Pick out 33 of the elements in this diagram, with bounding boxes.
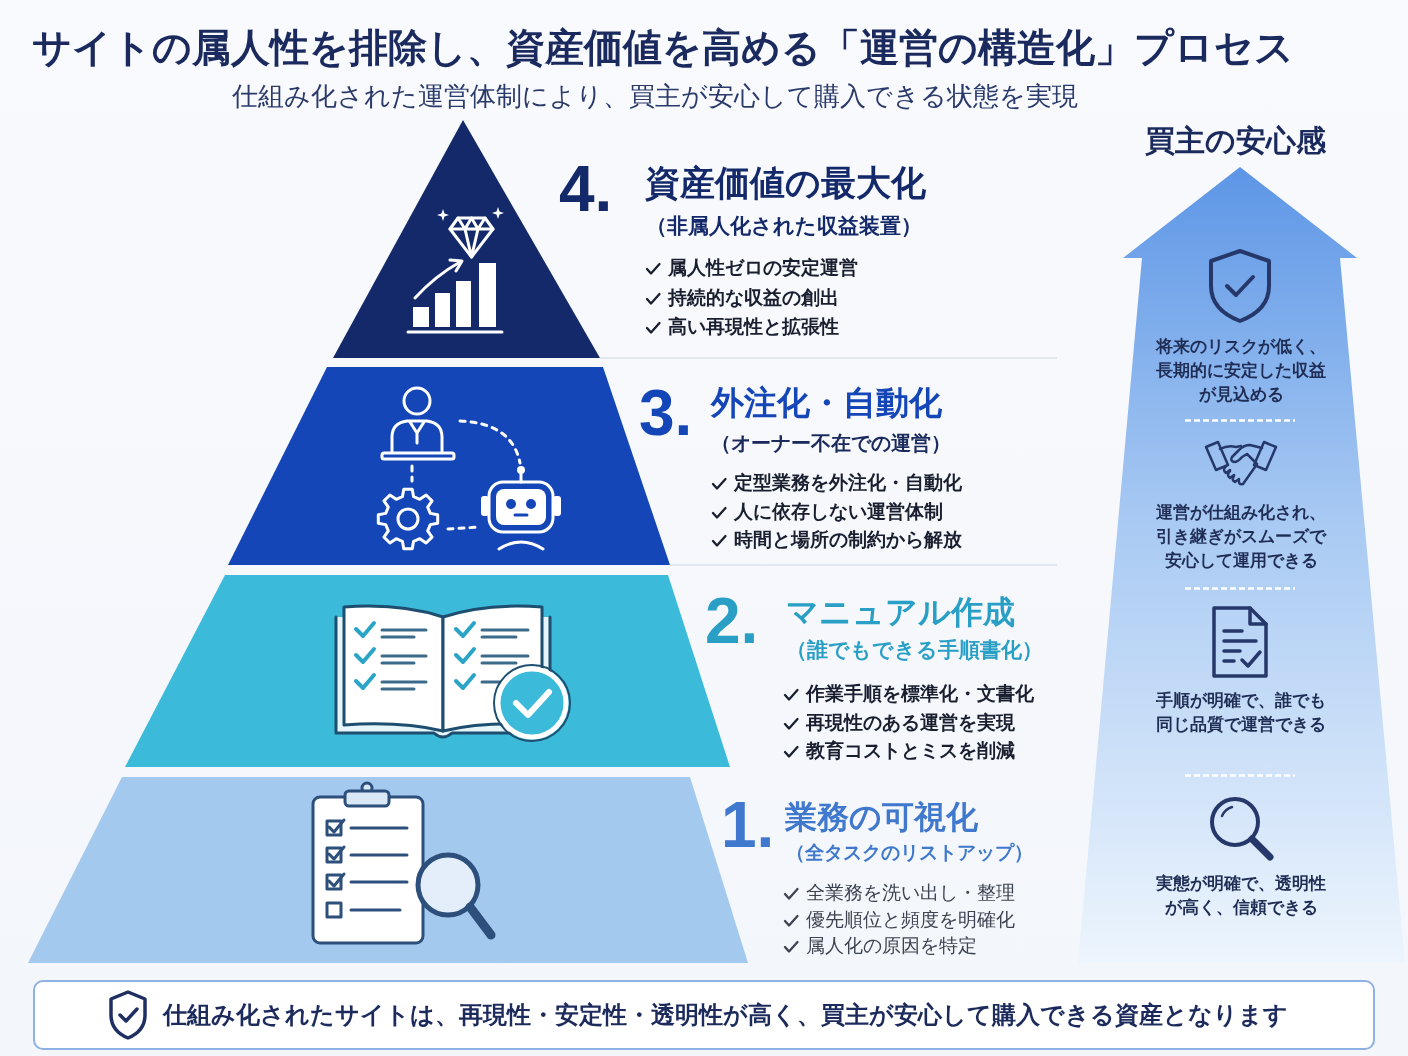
- checklist-item: 持続的な収益の創出: [668, 285, 839, 310]
- column-heading: 買主の安心感: [1145, 123, 1326, 159]
- tier-subtitle: （全タスクのリストアップ）: [786, 841, 1033, 865]
- checklist-item: 作業手順を標準化・文書化: [806, 682, 1034, 706]
- checklist-item: 高い再現性と拡張性: [668, 315, 839, 339]
- checklist-item: 全業務を洗い出し・整理: [806, 881, 1015, 905]
- tier-number: 3.: [639, 381, 693, 445]
- tier-title: 外注化・自動化: [711, 383, 942, 423]
- checklist-item: 属人性ゼロの安定運営: [668, 256, 858, 280]
- benefit-text: 運営が仕組み化され、引き継ぎがスムーズで安心して運用できる: [1155, 502, 1328, 572]
- tier-title: 資産価値の最大化: [645, 162, 926, 204]
- benefit-text: 実態が明確で、透明性が高く、信頼できる: [1155, 873, 1327, 919]
- checklist-item: 属人化の原因を特定: [806, 934, 977, 958]
- checklist-item: 人に依存しない運営体制: [734, 499, 943, 524]
- checklist-item: 再現性のある運営を実現: [806, 710, 1015, 735]
- page-title: サイトの属人性を排除し、資産価値を高める「運営の構造化」プロセス: [32, 25, 1294, 71]
- checklist-item: 時間と場所の制約から解放: [734, 528, 962, 552]
- tier-number: 4.: [559, 157, 613, 221]
- summary-text: 仕組み化されたサイトは、再現性・安定性・透明性が高く、買主が安心して購入できる資産となります: [163, 1000, 1288, 1030]
- tier-number: 2.: [705, 589, 759, 653]
- tier-title: マニュアル作成: [786, 593, 1015, 632]
- checklist-item: 優先順位と頻度を明確化: [806, 907, 1015, 932]
- subtitle: 仕組み化された運営体制により、買主が安心して購入できる状態を実現: [232, 80, 1078, 113]
- tier-title: 業務の可視化: [785, 798, 978, 837]
- tier-subtitle: （オーナー不在での運営）: [711, 431, 951, 456]
- tier-number: 1.: [721, 793, 775, 857]
- checklist-item: 教育コストとミスを削減: [806, 739, 1015, 763]
- summary-banner: [33, 980, 1375, 1050]
- tier-subtitle: （誰でもできる手順書化）: [786, 637, 1043, 663]
- tier-subtitle: （非属人化された収益装置）: [646, 213, 922, 239]
- benefit-text: 将来のリスクが低く、長期的に安定した収益が見込める: [1154, 336, 1327, 405]
- benefit-text: 手順が明確で、誰でも同じ品質で運営できる: [1155, 690, 1327, 736]
- checklist-item: 定型業務を外注化・自動化: [734, 471, 962, 495]
